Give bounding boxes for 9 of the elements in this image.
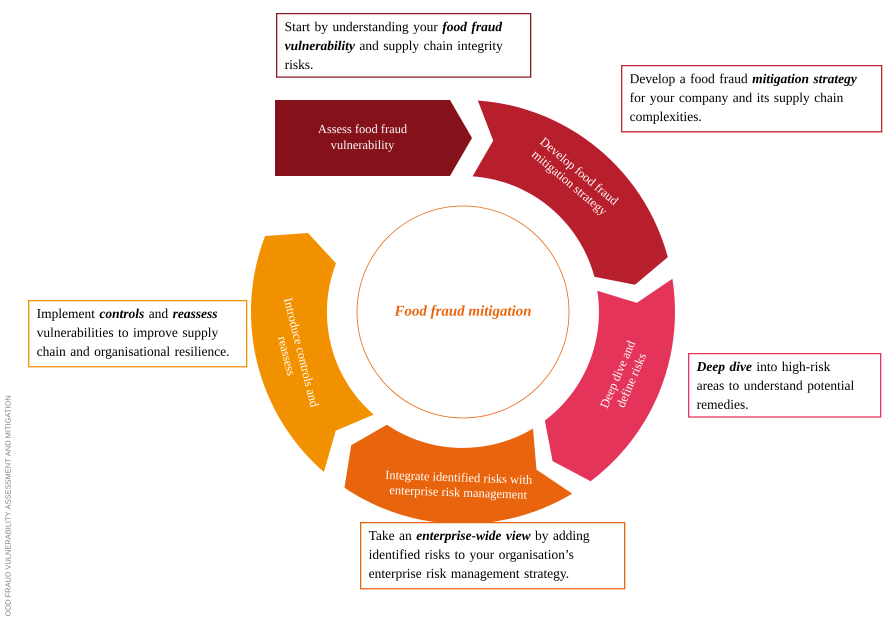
cycle-segment: Deep dive and define risks xyxy=(544,278,675,482)
cycle-segment: Integrate identified risks with enterprise risk management xyxy=(344,424,572,524)
description-box: Take an enterprise-wide view by adding identified risks to your organisation’s enterprise risk management strategy. xyxy=(360,522,626,590)
description-box: Deep dive into high-risk areas to understand potential remedies. xyxy=(688,352,882,418)
description-box: Implement controls and reassess vulnerabilities to improve supply chain and organisational resilience. xyxy=(28,300,248,368)
description-box: Develop a food fraud mitigation strategy for your company and its supply chain complexities. xyxy=(621,65,882,132)
cycle-segment: Assess food fraud vulnerability xyxy=(275,100,472,176)
cycle-segment: Introduce controls and reassess xyxy=(251,232,374,472)
description-box: Start by understanding your food fraud vulnerability and supply chain integrity risks. xyxy=(276,13,532,78)
